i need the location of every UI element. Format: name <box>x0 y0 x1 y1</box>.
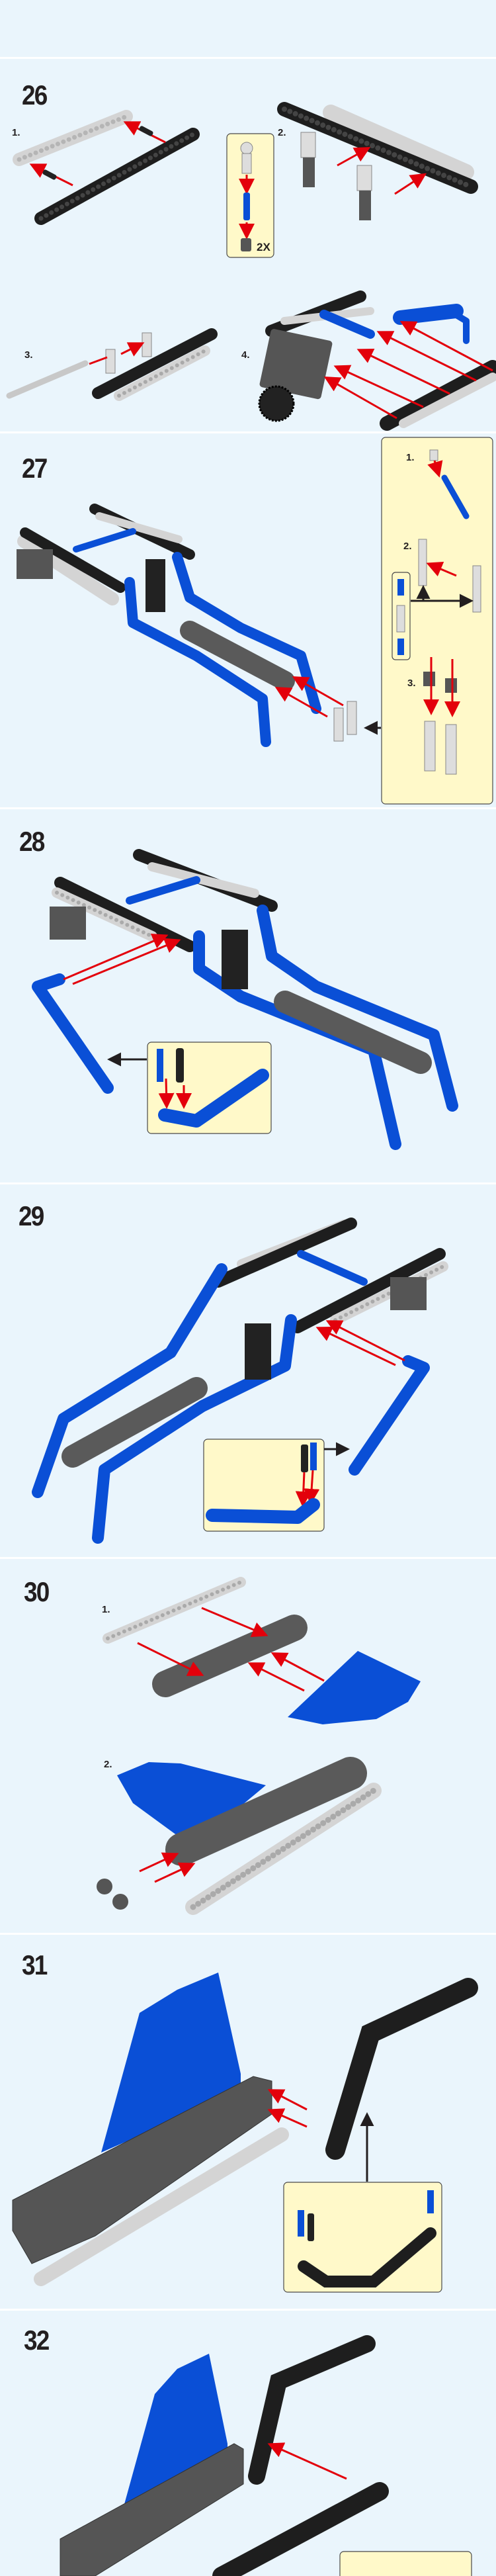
callout-parts <box>157 1048 269 1128</box>
connector <box>356 165 372 191</box>
substep-label: 3. <box>24 349 33 361</box>
substep-label: 1. <box>12 127 21 138</box>
step-28-illustration <box>32 849 458 1150</box>
substep-label: 3. <box>407 678 416 689</box>
step-26-illustration <box>6 102 496 431</box>
callout-box <box>226 133 274 258</box>
callout-box <box>203 1439 325 1532</box>
callout-parts <box>206 1443 320 1524</box>
blue-panel <box>288 1651 421 1724</box>
pin-black <box>139 126 153 136</box>
step-number: 29 <box>19 1200 44 1231</box>
callout-box <box>339 2551 472 2576</box>
substep-label: 1. <box>102 1604 110 1615</box>
step-number: 26 <box>22 79 48 111</box>
substep-4-assembly <box>258 290 496 431</box>
step-30-illustration <box>97 1577 421 1915</box>
step-29-illustration <box>32 1218 448 1544</box>
gear-icon <box>258 385 295 422</box>
step-number: 32 <box>24 2325 50 2356</box>
substep-1-beams <box>13 110 200 225</box>
pin-black <box>42 169 57 180</box>
step-divider <box>0 431 496 433</box>
step-divider <box>0 1182 496 1184</box>
step-number: 30 <box>24 1576 50 1607</box>
substep-label: 2. <box>403 541 412 552</box>
blue-fin <box>101 1973 241 2153</box>
callout-box <box>381 437 493 805</box>
step-number: 27 <box>22 453 48 484</box>
quantity-label: 2X <box>257 241 270 253</box>
substep-label: 2. <box>104 1759 112 1770</box>
step-number: 28 <box>19 826 45 857</box>
panel <box>60 2443 244 2576</box>
callout-parts <box>239 142 255 251</box>
blue-panel <box>117 1762 266 1838</box>
connector <box>300 132 316 158</box>
step-divider <box>0 1557 496 1559</box>
substep-3-parts <box>6 328 218 401</box>
step-divider <box>0 2309 496 2311</box>
substep-label: 2. <box>278 127 286 138</box>
panel <box>259 329 333 400</box>
panel <box>12 2076 272 2264</box>
callout-parts <box>298 2190 436 2287</box>
step-31-illustration <box>12 1973 478 2293</box>
step-32-illustration <box>60 2335 472 2576</box>
step-divider <box>0 1933 496 1935</box>
substep-label: 4. <box>241 349 250 361</box>
substep-2-beams <box>277 102 478 220</box>
callout-parts <box>392 449 481 775</box>
step-number: 31 <box>22 1949 48 1980</box>
step-27-illustration <box>17 437 493 805</box>
step-divider <box>0 57 496 59</box>
substep-label: 1. <box>406 452 415 463</box>
step-divider <box>0 807 496 809</box>
